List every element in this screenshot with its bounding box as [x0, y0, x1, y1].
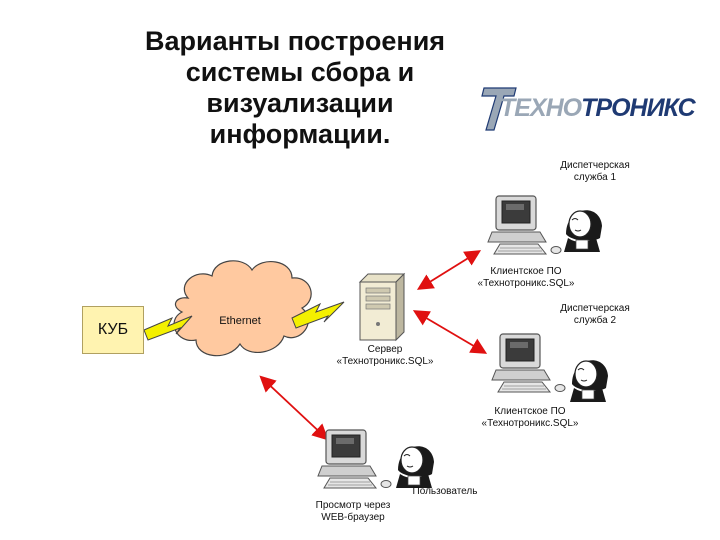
client2-label: Клиентское ПО «Технотроникс.SQL» [470, 406, 590, 430]
person-icon [395, 445, 435, 489]
logo-text-part1: ТЕХНО [500, 94, 582, 122]
ethernet-label: Ethernet [219, 315, 261, 327]
client2-label-line1: Клиентское ПО [494, 406, 566, 417]
lightning-icon [143, 315, 193, 341]
browser-label: Просмотр через WEB-браузер [298, 500, 408, 524]
title-line: визуализации [206, 88, 394, 118]
kub-box: КУБ [82, 306, 144, 354]
browser-label-line1: Просмотр через [315, 500, 391, 511]
ethernet-cloud-icon [173, 260, 312, 357]
title-line: информации. [209, 119, 391, 149]
dispatch2-label: Диспетчерская служба 2 [540, 303, 650, 327]
client1-label-line1: Клиентское ПО [490, 266, 562, 277]
client1-label: Клиентское ПО «Технотроникс.SQL» [466, 266, 586, 290]
computer-icon [487, 195, 562, 255]
dispatch1-label: Диспетчерская служба 1 [540, 160, 650, 184]
user-label: Пользователь [400, 486, 490, 498]
dispatch1-label-line1: Диспетчерская [560, 160, 630, 171]
server-label-line2: «Технотроникс.SQL» [336, 356, 434, 367]
client1-label-line2: «Технотроникс.SQL» [477, 278, 575, 289]
logo-text: ТЕХНОТРОНИКС [500, 94, 696, 123]
computer-icon [317, 429, 392, 489]
logo-mark-icon [481, 87, 517, 131]
red-arrow [412, 310, 488, 354]
client2-label-line2: «Технотроникс.SQL» [481, 418, 579, 429]
lightning-icon [291, 301, 345, 329]
browser-label-line2: WEB-браузер [321, 512, 385, 523]
computer-icon [491, 333, 566, 393]
person-icon [563, 209, 603, 253]
red-arrow [259, 375, 329, 441]
title-line: Варианты построения [145, 26, 446, 56]
dispatch2-label-line1: Диспетчерская [560, 303, 630, 314]
title-line: системы сбора и [185, 57, 415, 87]
logo-text-part2: ТРОНИКС [581, 94, 696, 122]
server-label-line1: Сервер [367, 344, 403, 355]
person-icon [569, 359, 609, 403]
dispatch2-label-line2: служба 2 [573, 315, 617, 326]
server-icon [358, 272, 406, 342]
page-title: Варианты построения системы сбора и визу… [135, 26, 465, 150]
server-label: Сервер «Технотроникс.SQL» [330, 344, 440, 368]
red-arrow [416, 250, 482, 290]
user-label-text: Пользователь [412, 486, 478, 497]
company-logo: ТЕХНОТРОНИКС [478, 82, 696, 134]
dispatch1-label-line2: служба 1 [573, 172, 617, 183]
